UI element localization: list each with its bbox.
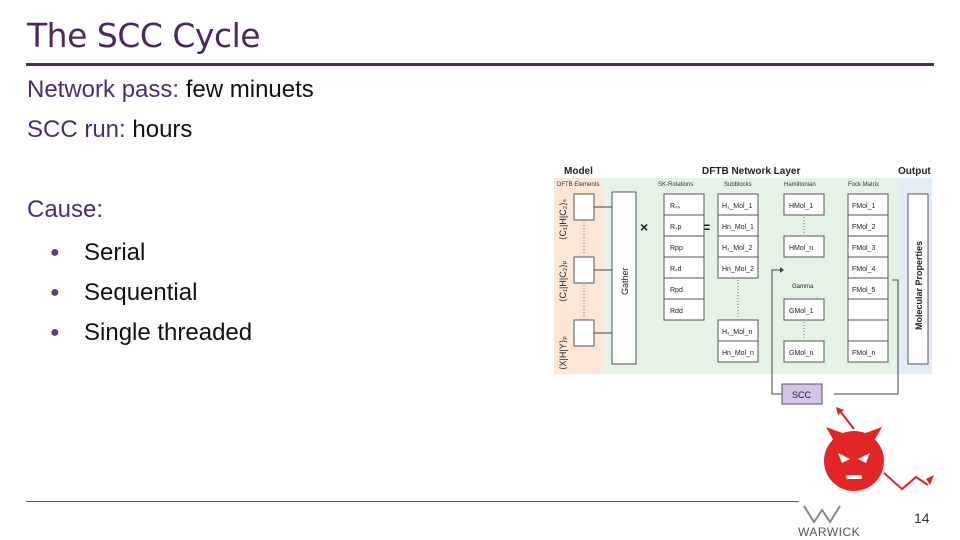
rotation-3: Rpp xyxy=(670,245,683,252)
model-box-2 xyxy=(573,256,595,284)
title-divider xyxy=(26,63,934,66)
rotation-5: Rpd xyxy=(670,287,683,294)
svg-text:Hn_Mol_2: Hn_Mol_2 xyxy=(722,266,754,273)
header-layer: DFTB Network Layer xyxy=(702,166,800,177)
slide-title: The SCC Cycle xyxy=(27,16,261,55)
hamiltonian-column: HMol_1 HMol_n Gamma GMol_1 GMol_n xyxy=(783,193,825,363)
sub-subblocks: Subblocks xyxy=(724,182,752,188)
gather-label: Gather xyxy=(620,267,630,295)
list-item: ●Serial xyxy=(50,233,252,273)
warwick-logo-text: WARWICK xyxy=(798,525,860,539)
network-pass-value: few minuets xyxy=(185,76,314,103)
footer-divider xyxy=(26,501,799,502)
header-output: Output xyxy=(898,166,931,177)
svg-text:HMol_n: HMol_n xyxy=(789,245,813,252)
rotation-1: Rₛₛ xyxy=(670,203,681,210)
svg-text:FMol_4: FMol_4 xyxy=(852,266,875,273)
svg-text:H₁_Mol_1: H₁_Mol_1 xyxy=(722,203,752,210)
rotation-2: Rₛp xyxy=(670,224,682,231)
model-box-1 xyxy=(573,193,595,221)
output-label: Molecular Properties xyxy=(914,241,924,330)
svg-text:FMol_2: FMol_2 xyxy=(852,224,875,231)
sub-fock: Fock Matrix xyxy=(848,182,879,188)
rotation-4: Rₛd xyxy=(670,266,682,273)
equals-sign: = xyxy=(702,219,710,235)
network-pass-label: Network pass: xyxy=(27,76,180,103)
dftb-network-diagram: Model DFTB Network Layer Output DFTB Ele… xyxy=(554,166,932,405)
model-label-3: ⟨X|H|Y⟩ₚ xyxy=(558,336,568,370)
svg-text:Hn_Mol_n: Hn_Mol_n xyxy=(722,350,754,357)
scc-return-line xyxy=(834,279,899,395)
svg-text:FMol_5: FMol_5 xyxy=(852,287,875,294)
fock-column: FMol_1 FMol_2 FMol_3 FMol_4 FMol_5 FMol_… xyxy=(847,193,889,363)
sub-rotations: SK-Rotations xyxy=(658,182,693,188)
warwick-logo: WARWICK xyxy=(798,505,860,539)
network-pass-line: Network pass: few minuets xyxy=(27,76,314,104)
svg-text:H₁_Mol_2: H₁_Mol_2 xyxy=(722,245,752,252)
model-label-1: ⟨C₁|H|C₂⟩ₛ xyxy=(558,199,568,240)
scc-run-line: SCC run: hours xyxy=(27,116,192,144)
svg-text:Hn_Mol_1: Hn_Mol_1 xyxy=(722,224,754,231)
output-block xyxy=(907,193,929,365)
sub-hamiltonian: Hamiltonian xyxy=(784,182,816,188)
scc-arrow-head xyxy=(780,267,784,273)
list-item: ●Single threaded xyxy=(50,313,252,353)
times-sign: × xyxy=(640,219,648,235)
cause-label: Cause: xyxy=(27,196,104,223)
gamma-label: Gamma xyxy=(792,284,814,290)
list-item: ●Sequential xyxy=(50,273,252,313)
scc-run-label: SCC run: xyxy=(27,116,126,143)
devil-icon xyxy=(824,407,934,491)
svg-text:FMol_n: FMol_n xyxy=(852,350,875,357)
scc-box xyxy=(781,383,823,405)
sub-elements: DFTB Elements xyxy=(557,182,599,188)
svg-text:FMol_1: FMol_1 xyxy=(852,203,875,210)
svg-text:FMol_3: FMol_3 xyxy=(852,245,875,252)
header-model: Model xyxy=(564,166,593,177)
scc-run-value: hours xyxy=(132,116,193,143)
scc-feed-line xyxy=(771,269,782,395)
svg-text:HMol_1: HMol_1 xyxy=(789,203,813,210)
rotations-column: Rₛₛ Rₛp Rpp Rₛd Rpd Rdd xyxy=(663,193,705,321)
bullet-icon: ● xyxy=(50,244,60,261)
svg-text:GMol_1: GMol_1 xyxy=(789,308,814,315)
bullet-icon: ● xyxy=(50,284,60,301)
svg-text:GMol_n: GMol_n xyxy=(789,350,814,357)
model-box-3 xyxy=(573,319,595,347)
page-number: 14 xyxy=(914,510,930,526)
subblocks-column: H₁_Mol_1 Hn_Mol_1 H₁_Mol_2 Hn_Mol_2 H₁_M… xyxy=(717,193,759,363)
svg-text:H₁_Mol_n: H₁_Mol_n xyxy=(722,329,752,336)
gather-block xyxy=(611,191,637,365)
scc-label: SCC xyxy=(792,390,812,400)
bullet-icon: ● xyxy=(50,324,60,341)
model-label-2: ⟨C₁|H|C₂⟩ₚ xyxy=(558,260,568,302)
cause-list: ●Serial ●Sequential ●Single threaded xyxy=(50,233,252,353)
rotation-6: Rdd xyxy=(670,308,683,315)
